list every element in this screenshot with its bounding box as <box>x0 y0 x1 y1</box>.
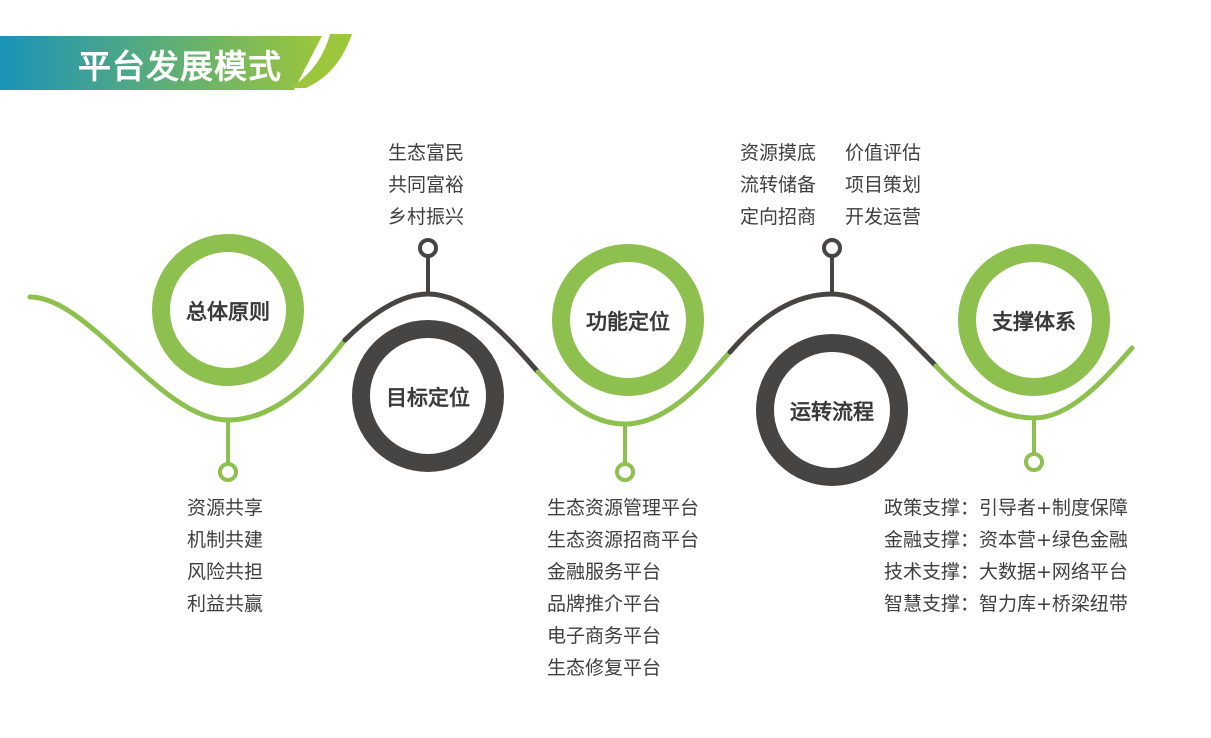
node-1-description: 资源共享 机制共建 风险共担 利益共赢 <box>187 492 263 620</box>
list-item: 机制共建 <box>187 529 264 551</box>
list-item: 共同富裕 <box>388 174 465 196</box>
list-item: 价值评估 <box>845 142 922 164</box>
list-item: 生态富民 <box>388 142 465 164</box>
list-item: 金融服务平台 <box>547 561 662 583</box>
pin-node-2 <box>418 238 438 294</box>
ring-node-4 <box>756 334 908 486</box>
node-label-5: 支撑体系 <box>992 310 1076 334</box>
list-item: 定向招商 <box>740 206 817 228</box>
banner-slash-accent <box>290 34 352 88</box>
list-item: 开发运营 <box>845 206 922 228</box>
list-item: 风险共担 <box>187 561 264 583</box>
node-5-description: 政策支撑：引导者+制度保障 金融支撑：资本营+绿色金融 技术支撑：大数据+网络平… <box>884 492 1128 620</box>
list-item: 资源共享 <box>187 497 264 519</box>
list-item: 生态资源管理平台 <box>547 497 700 519</box>
list-item: 技术支撑：大数据+网络平台 <box>884 561 1128 583</box>
wave-segment-3 <box>535 349 733 427</box>
wave-segment-2 <box>342 291 541 375</box>
node-label-1: 总体原则 <box>186 300 270 324</box>
page-title: 平台发展模式 <box>78 47 282 86</box>
ring-node-3 <box>552 244 704 396</box>
wave-segment-5 <box>933 345 1135 421</box>
node-3-description: 生态资源管理平台 生态资源招商平台 金融服务平台 品牌推介平台 电子商务平台 生… <box>547 492 699 684</box>
list-item: 利益共赢 <box>187 593 264 615</box>
wave-segment-1 <box>27 294 348 423</box>
pin-node-1 <box>218 420 238 482</box>
pin-node-4 <box>822 238 842 294</box>
ring-node-2 <box>352 320 504 472</box>
list-item: 流转储备 <box>740 174 817 196</box>
node-label-3: 功能定位 <box>586 310 670 334</box>
node-label-4: 运转流程 <box>790 400 874 424</box>
ring-node-1 <box>152 234 304 386</box>
node-2-description: 生态富民 共同富裕 乡村振兴 <box>388 137 464 233</box>
list-item: 生态资源招商平台 <box>547 529 700 551</box>
list-item: 乡村振兴 <box>388 206 465 228</box>
node-4-description-col2: 价值评估 项目策划 开发运营 <box>845 137 921 233</box>
list-item: 资源摸底 <box>740 142 817 164</box>
list-item: 项目策划 <box>845 174 922 196</box>
node-label-2: 目标定位 <box>386 386 470 410</box>
banner-bar <box>0 36 322 90</box>
list-item: 金融支撑：资本营+绿色金融 <box>884 529 1128 551</box>
list-item: 品牌推介平台 <box>547 593 662 615</box>
ring-node-5 <box>958 244 1110 396</box>
list-item: 生态修复平台 <box>547 657 662 679</box>
node-4-description-col1: 资源摸底 流转储备 定向招商 <box>740 137 816 233</box>
list-item: 电子商务平台 <box>547 625 662 647</box>
header-banner <box>0 34 352 90</box>
list-item: 政策支撑：引导者+制度保障 <box>884 497 1128 519</box>
pin-node-3 <box>615 424 635 482</box>
pin-node-5 <box>1024 418 1044 472</box>
list-item: 智慧支撑：智力库+桥梁纽带 <box>884 593 1128 615</box>
